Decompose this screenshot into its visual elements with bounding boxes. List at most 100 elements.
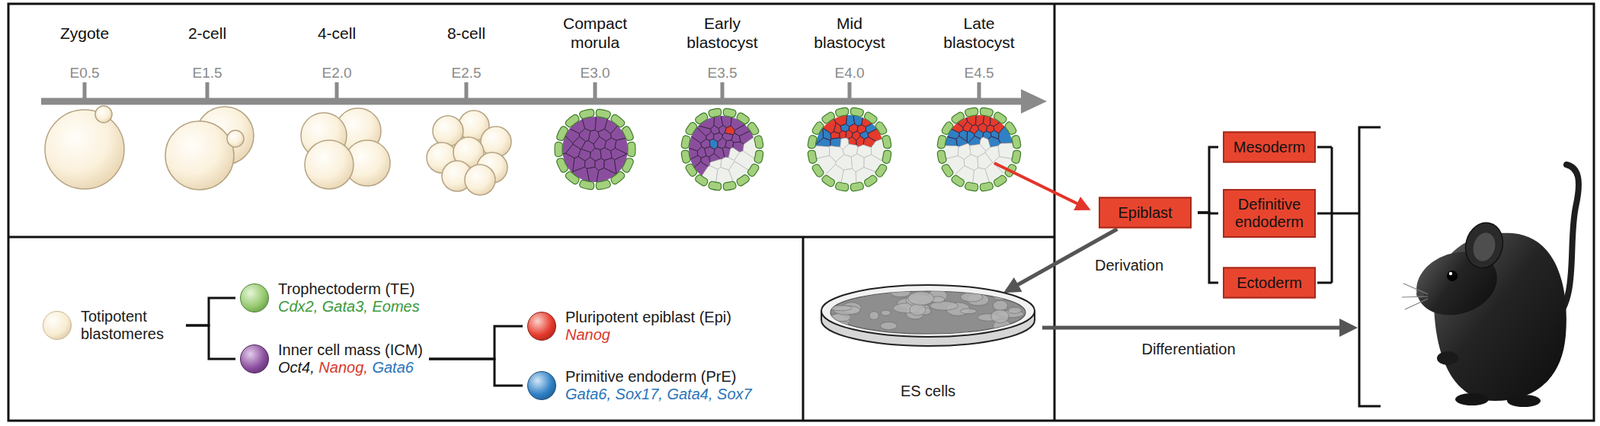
mouse-ear <box>1460 218 1508 272</box>
inner-cells <box>559 113 631 186</box>
mouse-foot <box>1455 393 1489 406</box>
bracket-connector <box>1197 212 1219 283</box>
te-cell <box>807 150 817 164</box>
node-title: Totipotent blastomeres <box>80 307 180 343</box>
te-cell <box>723 181 736 191</box>
panel-divider <box>8 236 1055 239</box>
bracket-connector <box>185 297 236 326</box>
gene-name: Gata6 <box>371 358 413 376</box>
colony <box>908 291 935 306</box>
stage-name: Early blastocyst <box>672 13 772 52</box>
trophectoderm-ring <box>807 107 891 191</box>
te-cell <box>754 150 764 164</box>
cell-type-node: Trophectoderm (TE)Cdx2, Gata3, Eomes <box>240 280 420 316</box>
colony <box>909 304 926 316</box>
gene-name: Nanog, <box>318 358 368 376</box>
te-cell <box>965 107 979 117</box>
te-cell <box>723 108 736 118</box>
te-cell <box>941 121 954 135</box>
mouse-paw <box>1436 351 1459 365</box>
cell-colony-ground <box>830 291 1026 334</box>
te-cell <box>875 121 887 135</box>
stage-name: 2-cell <box>157 23 257 43</box>
colony <box>1008 307 1022 314</box>
lineage-box: Epiblast <box>1098 197 1192 229</box>
edge-label: Derivation <box>1093 256 1165 275</box>
timeline-ticks <box>83 82 982 100</box>
cell <box>731 133 741 143</box>
embryonic-day: E4.5 <box>963 64 994 82</box>
eye-highlight <box>1449 272 1453 276</box>
gene-name: Gata4, <box>666 385 713 403</box>
inner-cells <box>685 112 759 186</box>
blastomere <box>165 121 234 190</box>
bracket-connector <box>185 325 236 359</box>
te-cell <box>1004 121 1017 135</box>
text-column: Trophectoderm (TE)Cdx2, Gata3, Eomes <box>278 280 420 316</box>
colony-texture <box>819 288 1024 338</box>
te-cell <box>882 135 892 149</box>
culture-dish: ES cells <box>819 275 1037 400</box>
te-cell <box>822 112 835 124</box>
colony <box>929 300 958 311</box>
text-column: Pluripotent epiblast (Epi)Nanog <box>565 308 732 344</box>
te-cell <box>595 108 611 119</box>
te-cell <box>556 126 568 141</box>
te-cell <box>965 182 979 192</box>
inner-cells <box>812 112 887 187</box>
germ-layer-box: Mesoderm <box>1222 131 1316 164</box>
embryo <box>937 107 1021 191</box>
stage-name: Compact morula <box>545 13 645 52</box>
node-title: ES cells <box>900 382 956 400</box>
colony <box>992 292 1008 301</box>
marker-genes: Gata6, Sox17, Gata4, Sox7 <box>565 385 752 404</box>
bracket-connector <box>428 358 523 386</box>
embryo <box>681 108 763 190</box>
embryonic-day: E0.5 <box>69 64 100 82</box>
trophectoderm-ring <box>554 108 636 189</box>
te-cell <box>994 175 1007 187</box>
te-cell <box>579 179 595 189</box>
cleavage-cells <box>44 105 512 196</box>
te-cell <box>685 122 697 135</box>
cell-circle <box>527 371 557 400</box>
dish-drawing <box>819 275 1037 383</box>
embryonic-day: E1.5 <box>192 64 222 82</box>
gene-name: Sox7 <box>716 385 752 403</box>
te-cell <box>850 107 864 117</box>
epiblast-arrow <box>994 163 1088 209</box>
bracket-line <box>1331 147 1334 283</box>
cell-circle <box>42 310 72 340</box>
polar-body <box>95 105 112 123</box>
colony <box>880 322 897 330</box>
bracket-line <box>1317 281 1332 285</box>
node-title: Epiblast <box>1117 204 1172 222</box>
text-column: Inner cell mass (ICM)Oct4, Nanog, Gata6 <box>278 341 423 377</box>
te-cell <box>695 112 708 124</box>
mouse-eye <box>1446 270 1458 282</box>
node-title: Ectoderm <box>1236 274 1303 292</box>
node-title: Trophectoderm (TE) <box>278 280 420 298</box>
cell-type-node: Inner cell mass (ICM)Oct4, Nanog, Gata6 <box>240 341 423 377</box>
panel-divider <box>802 236 805 421</box>
marker-genes: Oct4, Nanog, Gata6 <box>278 358 423 377</box>
gene-name: Gata6, <box>565 385 612 403</box>
embryonic-day: E3.0 <box>579 64 610 82</box>
panel-divider <box>1053 3 1056 421</box>
te-cell <box>748 163 759 176</box>
cell <box>830 137 842 148</box>
stage-name: Zygote <box>35 23 135 43</box>
stage-name: 8-cell <box>416 23 516 43</box>
whiskers <box>1401 283 1428 310</box>
te-cell <box>611 114 625 127</box>
cell-type-node: Pluripotent epiblast (Epi)Nanog <box>527 308 732 344</box>
te-cell <box>681 135 691 149</box>
timeline-axis <box>41 98 1025 106</box>
embryo <box>807 107 891 191</box>
te-cell <box>941 164 954 177</box>
te-cell <box>951 112 964 124</box>
cell-type-node: Primitive endoderm (PrE)Gata6, Sox17, Ga… <box>527 368 752 404</box>
trophectoderm-ring <box>681 108 763 190</box>
embryo <box>554 108 636 189</box>
te-cell <box>1011 135 1021 149</box>
